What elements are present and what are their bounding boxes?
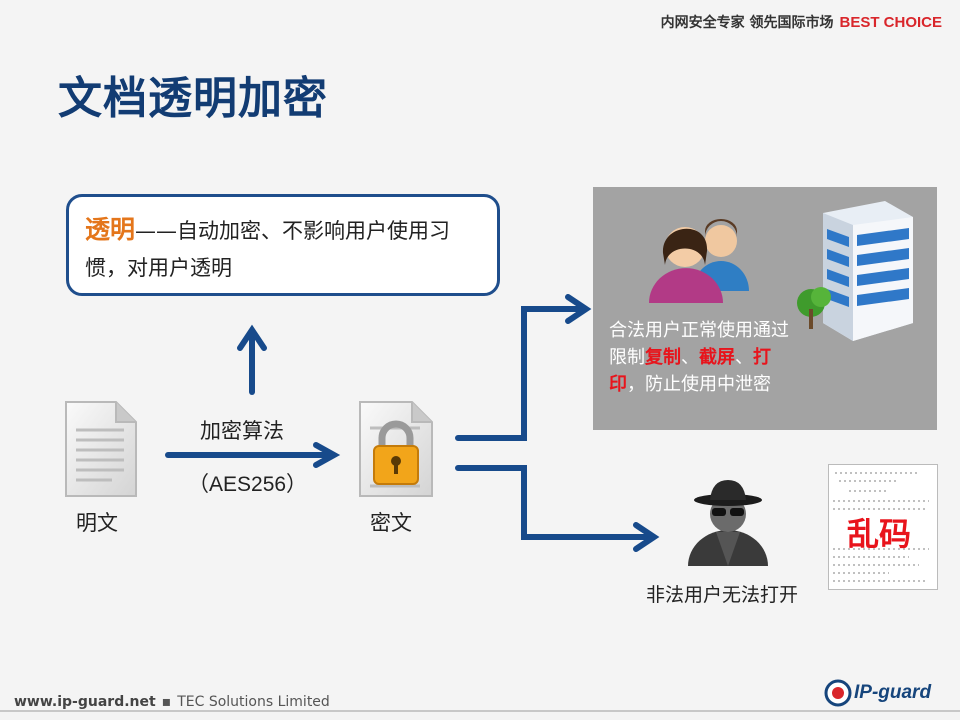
up-arrow-head [237, 324, 267, 351]
transparent-callout-text: 透明——自动加密、不影响用户使用习惯，对用户透明 [85, 211, 485, 287]
legal-text-2: 、 [681, 347, 699, 368]
logo-text: IP-guard [854, 682, 932, 703]
legal-text-1: 合法用户正常使用通过限制 [609, 320, 789, 368]
copy-keyword: 复制 [645, 347, 681, 368]
aes-label: （AES256） [188, 473, 308, 496]
legal-text-4: ，防止使用中泄密 [627, 374, 771, 395]
legal-arrow [455, 306, 585, 441]
users-icon [649, 219, 749, 303]
screenshot-keyword: 截屏 [699, 347, 735, 368]
footer-company: TEC Solutions Limited [177, 694, 330, 710]
encrypt-arrow-head [313, 442, 341, 468]
ciphertext-label: 密文 [370, 511, 412, 535]
garbled-text-word: 乱码 [847, 515, 912, 553]
garbled-document-icon: 乱码 [828, 464, 938, 590]
ip-guard-logo: IP-guard [822, 677, 942, 709]
tagline-text: 内网安全专家 领先国际市场 [660, 15, 834, 31]
best-choice-text: BEST CHOICE [839, 14, 942, 31]
plaintext-label: 明文 [76, 511, 118, 535]
document-icon [65, 401, 137, 497]
illegal-user-label: 非法用户无法打开 [646, 584, 799, 606]
legal-text-3: 、 [735, 347, 753, 368]
logo-badge-icon [824, 679, 852, 707]
footer-separator-icon: ▪ [161, 694, 172, 710]
transparent-keyword: 透明 [85, 215, 136, 244]
header-tagline: 内网安全专家 领先国际市场 BEST CHOICE [661, 12, 942, 32]
legal-user-panel: 合法用户正常使用通过限制复制、截屏、打印，防止使用中泄密 [593, 187, 937, 430]
footer-url[interactable]: www.ip-guard.net [14, 694, 156, 710]
spy-icon [688, 480, 768, 566]
legal-user-text: 合法用户正常使用通过限制复制、截屏、打印，防止使用中泄密 [609, 317, 799, 398]
garbled-lines [833, 472, 929, 582]
footer-info: www.ip-guard.net ▪ TEC Solutions Limited [14, 694, 330, 710]
lock-document-icon [359, 401, 433, 497]
illegal-arrow [455, 465, 653, 540]
transparent-description: ——自动加密、不影响用户使用习惯，对用户透明 [85, 219, 451, 280]
algorithm-label: 加密算法 [200, 419, 284, 443]
illegal-arrow-head [633, 522, 660, 552]
page-title: 文档透明加密 [58, 73, 328, 124]
legal-arrow-head [565, 294, 592, 324]
footer-divider [0, 710, 960, 712]
print-keyword: 打印 [609, 347, 771, 395]
transparent-callout-box: 透明——自动加密、不影响用户使用习惯，对用户透明 [66, 194, 500, 296]
building-icon [797, 201, 913, 341]
